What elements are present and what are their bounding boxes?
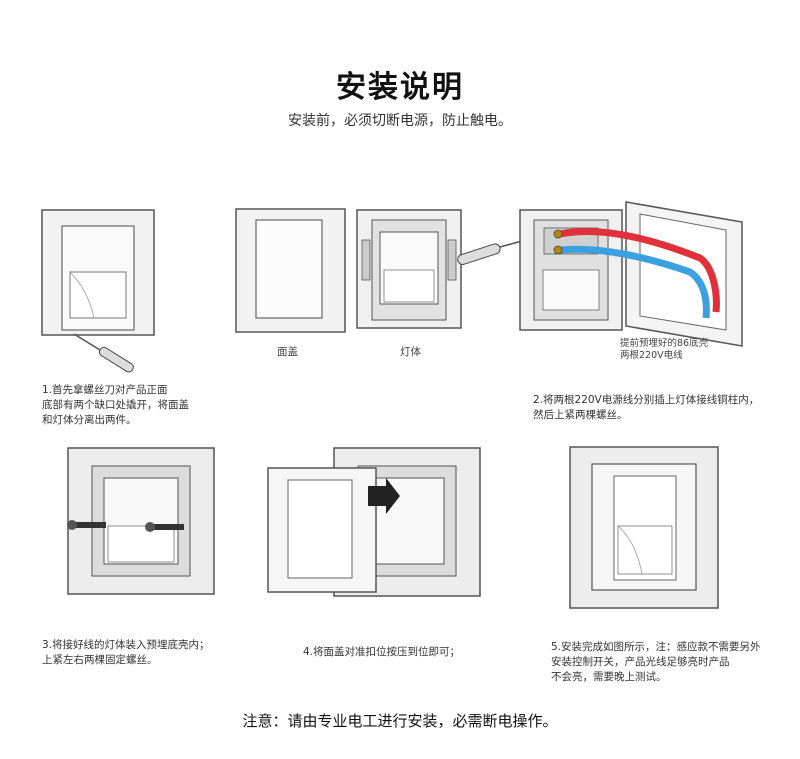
step5-caption: 5.安装完成如图所示，注：感应款不需要另外安装控制开关，产品光线足够亮时产品不会… xyxy=(551,641,761,683)
cover-figure xyxy=(235,208,346,333)
screw-icon-left xyxy=(67,520,106,530)
step4-caption: 4.将面盖对准扣位按压到位即可； xyxy=(303,646,461,658)
step1-figure xyxy=(41,209,155,373)
screwdriver-icon xyxy=(73,333,134,373)
cover-label: 面盖 xyxy=(277,346,298,358)
step2-figure xyxy=(457,201,743,347)
live-wire xyxy=(559,228,720,313)
wall-box-label: 提前预埋好的86底壳 两根220V电线 xyxy=(620,338,708,362)
step1-caption: 1.首先拿螺丝刀对产品正面底部有两个缺口处撬开，将面盖和灯体分离出两件。 xyxy=(42,384,189,426)
step3-caption: 3.将接好线的灯体装入预埋底壳内；上紧左右两棵固定螺丝。 xyxy=(42,639,210,666)
screw-icon-right xyxy=(145,522,184,532)
step3-figure xyxy=(67,447,215,595)
page-title: 安装说明 xyxy=(336,70,464,105)
body-label: 灯体 xyxy=(400,346,421,358)
arrow-icon xyxy=(368,478,400,514)
wall-box-label-line: 两根220V电线 xyxy=(620,350,683,361)
safety-notice: 注意：请由专业电工进行安装，必需断电操作。 xyxy=(242,712,558,730)
wall-box-label-line: 提前预埋好的86底壳 xyxy=(620,338,709,349)
step4-figure xyxy=(267,447,481,597)
page-subtitle: 安装前，必须切断电源，防止触电。 xyxy=(288,113,512,129)
step5-figure xyxy=(569,446,719,609)
step2-caption: 2.将两根220V电源线分别插上灯体接线铜柱内，然后上紧两棵螺丝。 xyxy=(533,394,760,421)
body-figure xyxy=(356,209,462,329)
neutral-wire xyxy=(559,245,710,319)
